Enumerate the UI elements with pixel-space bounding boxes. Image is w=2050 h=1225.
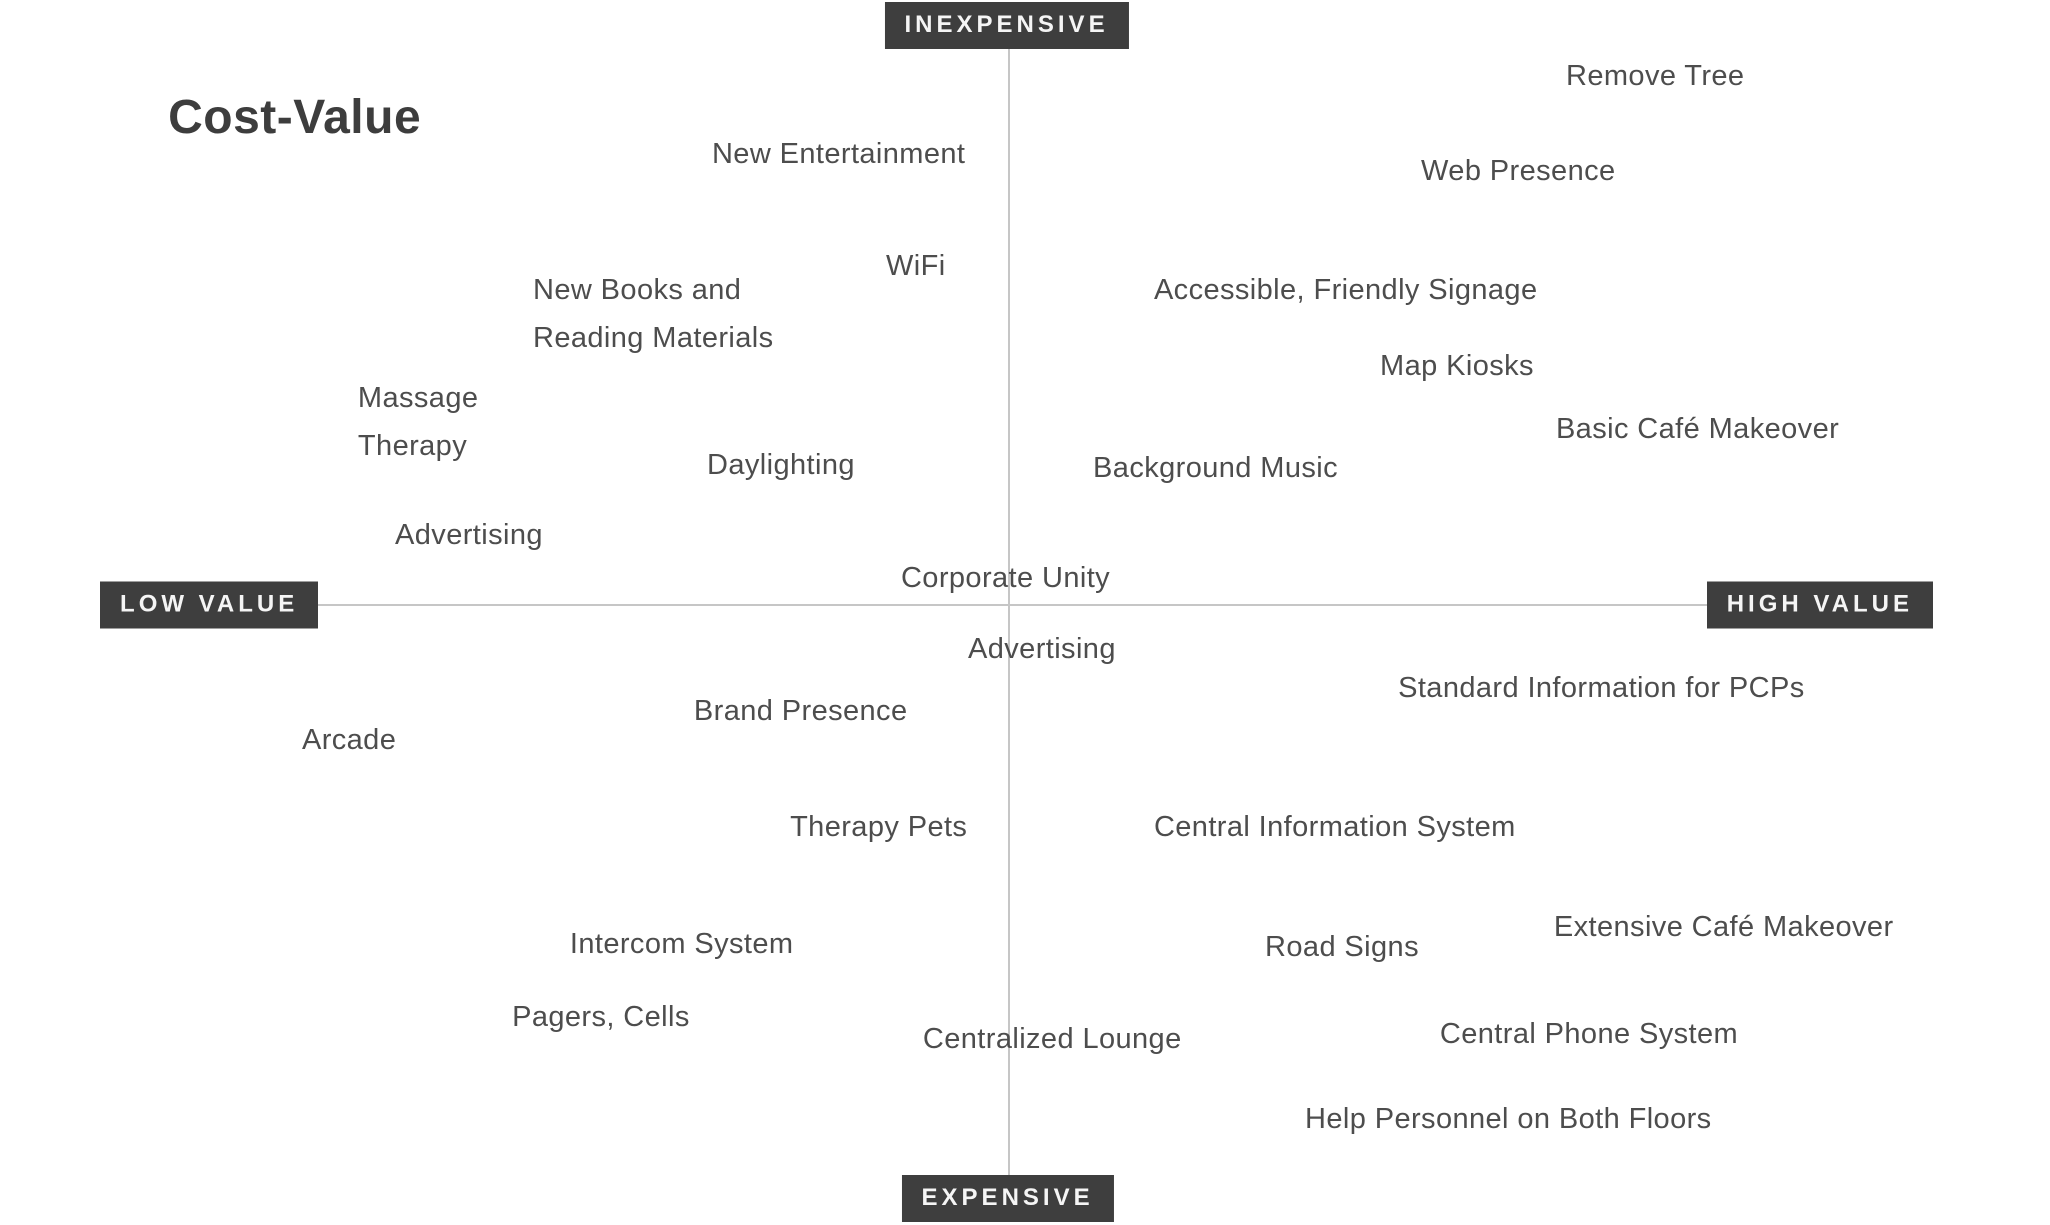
item-label: Centralized Lounge <box>922 1023 1182 1056</box>
item-label: Advertising <box>395 519 543 552</box>
axis-label-expensive: EXPENSIVE <box>901 1175 1114 1222</box>
axis-label-low-value: LOW VALUE <box>100 581 319 629</box>
item-label: WiFi <box>886 250 946 283</box>
item-label: Intercom System <box>569 928 794 961</box>
page-title: Cost-Value <box>168 90 422 144</box>
item-label: Daylighting <box>707 449 855 482</box>
item-label: Corporate Unity <box>900 562 1111 595</box>
horizontal-axis-line <box>299 604 1725 607</box>
item-label: Remove Tree <box>1565 60 1745 93</box>
item-label: Massage Therapy <box>357 382 479 462</box>
axis-label-inexpensive: INEXPENSIVE <box>884 2 1129 49</box>
item-label: Standard Information for PCPs <box>1398 672 1805 705</box>
item-label: Pagers, Cells <box>512 1001 690 1034</box>
item-label: Advertising <box>968 633 1116 666</box>
item-label: New Entertainment <box>711 138 966 171</box>
item-label: Extensive Café Makeover <box>1553 911 1894 944</box>
item-label: Accessible, Friendly Signage <box>1153 274 1538 307</box>
item-label: Road Signs <box>1265 931 1419 964</box>
vertical-axis-line <box>1007 42 1010 1178</box>
axis-label-high-value: HIGH VALUE <box>1706 581 1933 629</box>
item-label: Central Information System <box>1153 811 1516 844</box>
item-label: Help Personnel on Both Floors <box>1305 1103 1712 1136</box>
item-label: Brand Presence <box>693 695 908 728</box>
item-label: Web Presence <box>1421 155 1616 188</box>
item-label: New Books and Reading Materials <box>533 274 774 354</box>
item-label: Background Music <box>1093 452 1339 485</box>
item-label: Therapy Pets <box>790 811 968 844</box>
item-label: Map Kiosks <box>1380 350 1534 383</box>
item-label: Basic Café Makeover <box>1555 413 1840 446</box>
item-label: Arcade <box>301 724 397 757</box>
item-label: Central Phone System <box>1439 1018 1739 1051</box>
